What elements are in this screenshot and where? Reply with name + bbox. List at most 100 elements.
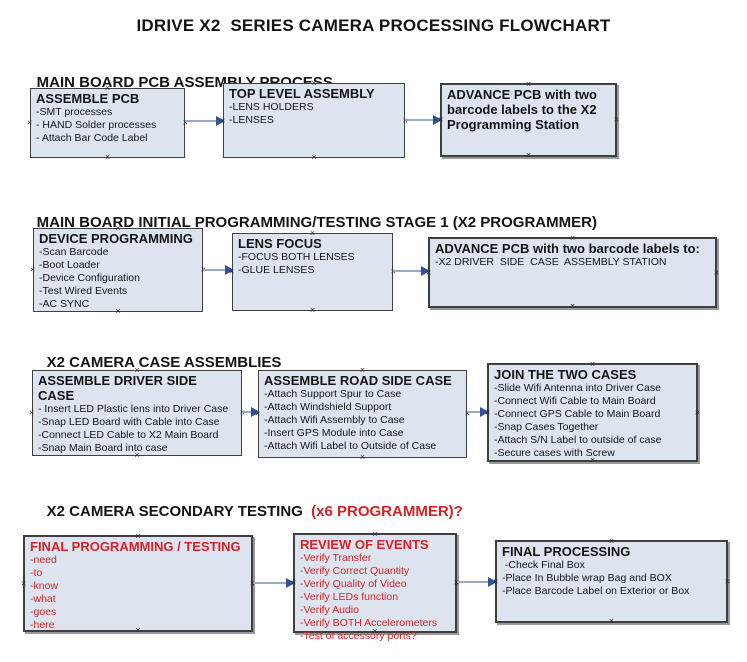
flow-box-assemble-road-side-case: ASSEMBLE ROAD SIDE CASE -Attach Support … xyxy=(255,366,470,462)
flow-box-advance-pcb-driver-side: ADVANCE PCB with two barcode labels to: … xyxy=(426,234,719,311)
flow-box-assemble-driver-side-case: ASSEMBLE DRIVER SIDE CASE - Insert LED P… xyxy=(29,366,245,460)
section-heading-text: X2 CAMERA CASE ASSEMBLIES xyxy=(46,354,282,371)
flow-box-device-programming: DEVICE PROGRAMMING -Scan Barcode-Boot Lo… xyxy=(30,224,206,316)
box-line: -Place In Bubble wrap Bag and BOX xyxy=(502,572,672,584)
box-line: -Verify Audio xyxy=(300,604,359,616)
arrowhead-icon xyxy=(421,266,430,276)
box-line: -Attach Support Spur to Case xyxy=(264,388,402,400)
box-line: -need xyxy=(30,554,57,566)
box-line: -Verify LEDs function xyxy=(300,591,399,603)
box-title: FINAL PROCESSING xyxy=(502,544,631,559)
box-line: -Place Barcode Label on Exterior or Box xyxy=(502,585,690,597)
box-title: ADVANCE PCB with two barcode labels to t… xyxy=(447,87,597,132)
box-line: -Device Configuration xyxy=(39,272,140,284)
flow-box-final-programming-testing: FINAL PROGRAMMING / TESTING -need-to-kno… xyxy=(21,532,255,635)
connection-point-icon: × xyxy=(525,150,532,160)
connection-point-icon: × xyxy=(359,452,366,462)
box-line: -SMT processes xyxy=(36,106,113,118)
box-title: TOP LEVEL ASSEMBLY xyxy=(229,86,375,101)
connector-arrow xyxy=(457,577,497,587)
connection-point-icon: × xyxy=(30,264,36,275)
box-line: -Slide Wifi Antenna into Driver Case xyxy=(494,382,661,394)
section-heading-initial-programming: MAIN BOARD INITIAL PROGRAMMING/TESTING S… xyxy=(20,197,597,248)
connection-point-icon: × xyxy=(713,267,719,277)
box-line: -Attach Wifi Label to Outside of Case xyxy=(264,440,437,452)
box-line: -Connect GPS Cable to Main Board xyxy=(494,408,661,420)
box-line: - Insert LED Plastic lens into Driver Ca… xyxy=(38,403,229,415)
box-title: LENS FOCUS xyxy=(238,236,322,251)
box-lines: -LENS HOLDERS-LENSES xyxy=(229,101,399,127)
box-line: -Boot Loader xyxy=(39,259,100,271)
flow-box-lens-focus: LENS FOCUS -FOCUS BOTH LENSES-GLUE LENSE… xyxy=(229,229,396,315)
box-line: -Insert GPS Module into Case xyxy=(264,427,404,439)
flow-box-join-the-two-cases: JOIN THE TWO CASES -Slide Wifi Antenna i… xyxy=(485,360,700,465)
box-lines: -Scan Barcode-Boot Loader-Device Configu… xyxy=(39,246,197,311)
connection-point-icon: × xyxy=(21,578,27,588)
section-heading-text: X2 CAMERA SECONDARY TESTING xyxy=(46,503,307,520)
box-title: DEVICE PROGRAMMING xyxy=(39,231,193,246)
box-lines: -Verify Transfer-Verify Correct Quantity… xyxy=(300,552,450,643)
connector-arrow xyxy=(253,578,295,588)
box-line: -Test of accessory ports? xyxy=(300,630,417,642)
box-line: -LENS HOLDERS xyxy=(229,101,314,113)
box-title: ADVANCE PCB with two barcode labels to: xyxy=(435,241,700,256)
box-title: ASSEMBLE PCB xyxy=(36,91,140,106)
box-line: -AC SYNC xyxy=(39,298,90,310)
box-lines: -need-to-know-what-goes-here xyxy=(30,554,246,632)
box-line: -Snap LED Board with Cable into Case xyxy=(38,416,220,428)
box-line: -LENSES xyxy=(229,114,274,126)
page-title: IDRIVE X2 SERIES CAMERA PROCESSING FLOWC… xyxy=(136,16,611,35)
flow-box-advance-pcb-programming-station: ADVANCE PCB with two barcode labels to t… xyxy=(438,80,619,160)
connection-point-icon: × xyxy=(613,114,619,125)
box-line: -Verify BOTH Accelerometers xyxy=(300,617,438,629)
connection-point-icon: × xyxy=(608,616,615,626)
connector-arrow xyxy=(203,265,234,275)
box-line: -know xyxy=(30,580,59,592)
box-title: ASSEMBLE ROAD SIDE CASE xyxy=(264,373,452,388)
arrowhead-icon xyxy=(251,407,260,417)
connection-point-icon: × xyxy=(454,578,459,588)
section-heading-red-text: (x6 PROGRAMMER)? xyxy=(306,503,463,520)
connector-arrow xyxy=(185,116,225,126)
box-lines: -FOCUS BOTH LENSES-GLUE LENSES xyxy=(238,251,387,277)
connector-arrow xyxy=(242,407,260,417)
arrowhead-icon xyxy=(488,577,497,587)
arrowhead-icon xyxy=(433,115,442,125)
box-line: -X2 DRIVER SIDE CASE ASSEMBLY STATION xyxy=(435,256,667,268)
box-line: -Verify Transfer xyxy=(300,552,372,564)
arrowhead-icon xyxy=(216,116,225,126)
connector-arrow xyxy=(467,407,489,417)
connection-point-icon: × xyxy=(391,267,396,277)
connection-point-icon: × xyxy=(724,576,730,586)
box-title: JOIN THE TWO CASES xyxy=(494,367,637,382)
box-line: -Connect LED Cable to X2 Main Board xyxy=(38,429,219,441)
box-lines: -Attach Support Spur to Case-Attach Wind… xyxy=(264,388,461,453)
box-lines: -SMT processes- HAND Solder processes- A… xyxy=(36,106,179,145)
box-line: -Snap Cases Together xyxy=(494,421,599,433)
box-line: -Attach Windshield Support xyxy=(264,401,392,413)
box-line: - Attach Bar Code Label xyxy=(36,132,148,144)
arrowhead-icon xyxy=(225,265,234,275)
box-line: -Scan Barcode xyxy=(39,246,109,258)
box-line: -Verify Quality of Video xyxy=(300,578,407,590)
connector-arrow xyxy=(393,266,430,276)
box-line: -FOCUS BOTH LENSES xyxy=(238,251,355,263)
box-line: -Attach Wifi Assembly to Case xyxy=(264,414,405,426)
box-line: -to xyxy=(30,567,43,579)
section-heading-text: MAIN BOARD INITIAL PROGRAMMING/TESTING S… xyxy=(36,214,597,231)
box-line: -what xyxy=(30,593,56,605)
box-title: ASSEMBLE DRIVER SIDE CASE xyxy=(38,373,197,403)
box-line: - HAND Solder processes xyxy=(36,119,157,131)
box-lines: -Slide Wifi Antenna into Driver Case -Con… xyxy=(494,382,691,460)
arrowhead-icon xyxy=(480,407,489,417)
connector-arrow xyxy=(405,115,442,125)
box-line: -Test Wired Events xyxy=(39,285,128,297)
box-line: -here xyxy=(30,619,55,631)
connection-point-icon: × xyxy=(569,301,576,311)
box-line: -Attach S/N Label to outside of case xyxy=(494,434,662,446)
flow-box-review-of-events: REVIEW OF EVENTS -Verify Transfer-Verify… xyxy=(291,530,459,643)
connection-point-icon: × xyxy=(240,408,245,418)
connection-point-icon: × xyxy=(694,407,700,417)
box-lines: -Check Final Box-Place In Bubble wrap Ba… xyxy=(502,559,721,598)
connection-point-icon: × xyxy=(311,152,317,162)
